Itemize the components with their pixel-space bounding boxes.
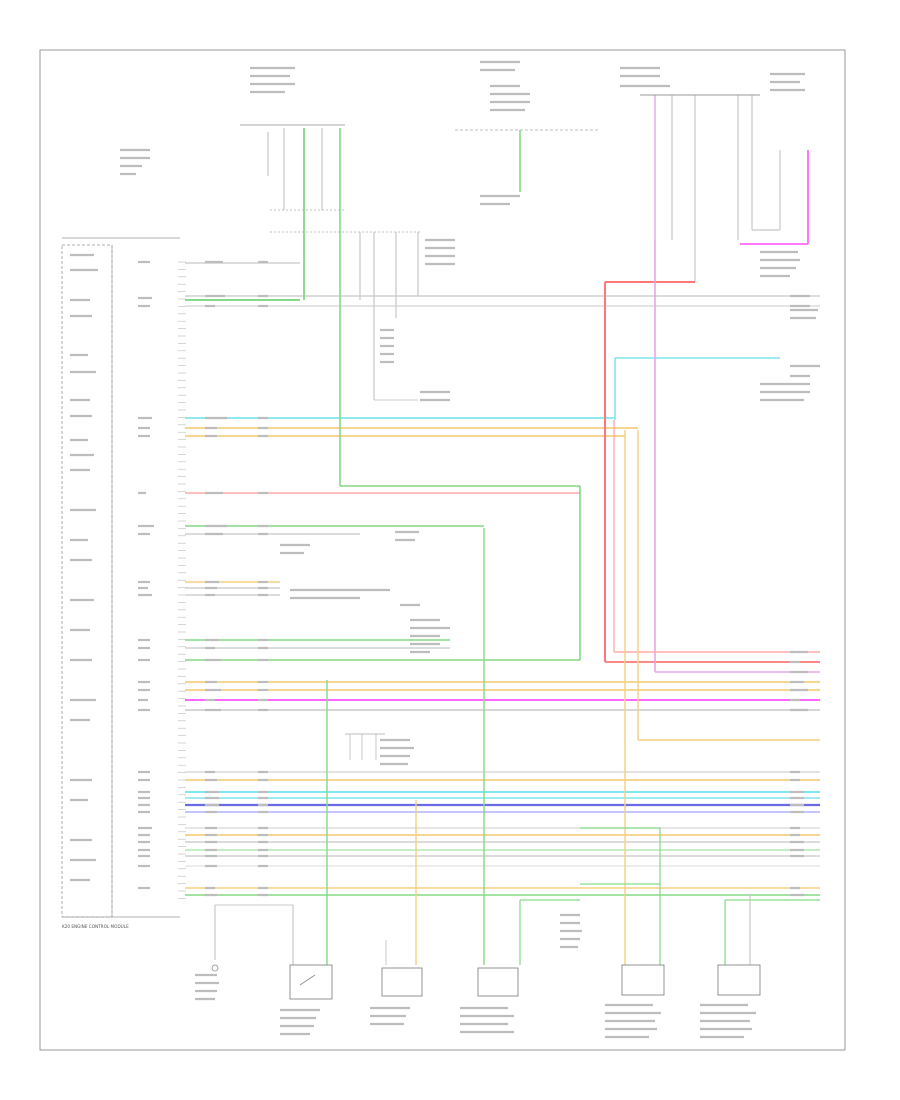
component-box (289, 964, 333, 1000)
ground-icon (211, 964, 219, 972)
module-label: K20 ENGINE CONTROL MODULE (62, 924, 129, 929)
component-box (717, 964, 761, 996)
vertical-circuits (214, 94, 820, 965)
diagram-frame (39, 49, 846, 1051)
circuit-lines (185, 262, 820, 896)
ecm-pins (178, 261, 186, 899)
component-box (621, 964, 665, 996)
component-box (381, 967, 423, 997)
component-box (477, 967, 519, 997)
engine-control-module: K20 ENGINE CONTROL MODULE (61, 237, 180, 929)
diagram-labels (70, 60, 820, 1039)
bottom-components (211, 964, 761, 1000)
